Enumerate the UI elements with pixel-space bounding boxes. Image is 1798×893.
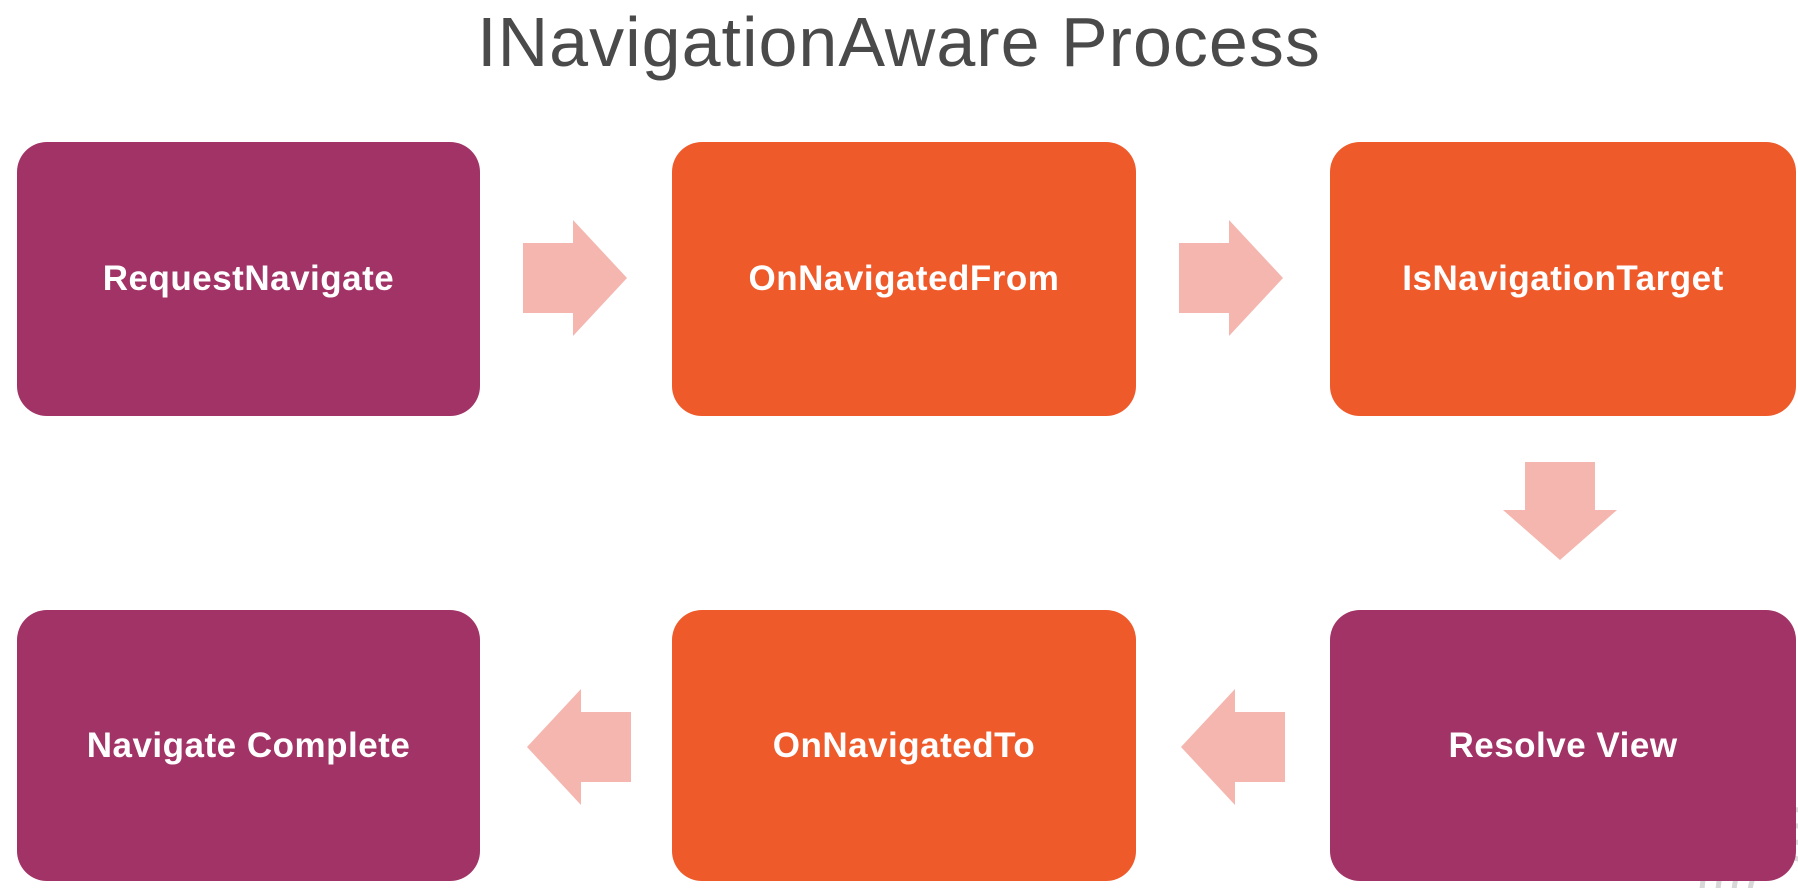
node-request-navigate-label: RequestNavigate <box>102 259 395 298</box>
arrow-left-icon <box>527 689 631 805</box>
node-on-navigated-to: OnNavigatedTo <box>672 610 1136 881</box>
node-navigate-complete: Navigate Complete <box>17 610 480 881</box>
node-on-navigated-to-label: OnNavigatedTo <box>772 725 1036 765</box>
node-is-navigation-target-label: IsNavigationTarget <box>1402 259 1724 298</box>
arrow-right-icon <box>523 220 627 336</box>
node-resolve-view-label: Resolve View <box>1448 725 1678 765</box>
node-request-navigate: RequestNavigate <box>17 142 480 416</box>
node-resolve-view: Resolve View <box>1330 610 1796 881</box>
node-is-navigation-target: IsNavigationTarget <box>1330 142 1796 416</box>
arrow-left-icon <box>1181 689 1285 805</box>
node-on-navigated-from: OnNavigatedFrom <box>672 142 1136 416</box>
arrow-down-icon <box>1503 462 1617 560</box>
page-title: INavigationAware Process <box>477 3 1321 81</box>
arrow-right-icon <box>1179 220 1283 336</box>
node-navigate-complete-label: Navigate Complete <box>86 725 411 765</box>
node-on-navigated-from-label: OnNavigatedFrom <box>748 259 1060 298</box>
